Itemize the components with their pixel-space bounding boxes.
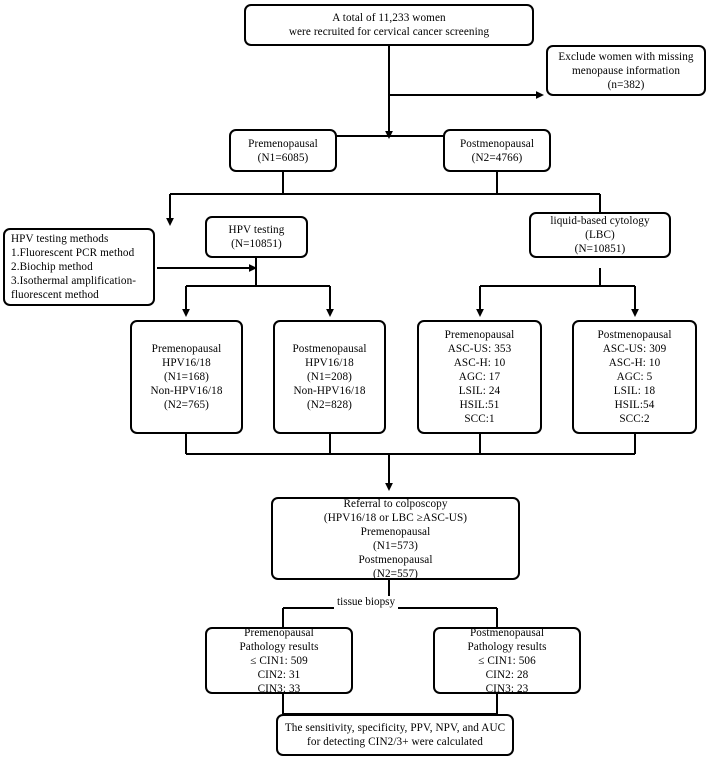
- node-excluded-missing-menopause: Exclude women with missing menopause inf…: [546, 45, 706, 96]
- pre-hpv-line-3: (N1=168): [163, 371, 209, 383]
- post-path-line-3: ≤ CIN1: 506: [478, 654, 536, 667]
- node-premenopausal-hpv-results: Premenopausal HPV16/18 (N1=168) Non-HPV1…: [130, 320, 243, 434]
- pre-path-line-1: Premenopausal: [244, 626, 314, 639]
- post-path-line-2: Pathology results: [467, 640, 547, 653]
- pre-hpv-line-2: HPV16/18: [162, 357, 211, 369]
- pre-lbc-line-4: AGC: 17: [458, 371, 501, 383]
- post-lbc-line-2: ASC-US: 309: [602, 343, 667, 355]
- pre-path-line-2: Pathology results: [239, 640, 319, 653]
- referral-line-2: (HPV16/18 or LBC ≥ASC-US): [323, 511, 468, 524]
- referral-line-3: Premenopausal: [360, 525, 431, 538]
- node-hpv-testing: HPV testing (N=10851): [205, 216, 308, 258]
- pre-path-line-3: ≤ CIN1: 509: [250, 654, 308, 667]
- node-total-cohort: A total of 11,233 women were recruited f…: [244, 4, 534, 46]
- post-path-line-1: Postmenopausal: [469, 626, 545, 639]
- hpv-methods-line-4: 3.Isothermal amplification-: [11, 275, 137, 287]
- total-cohort-line-2: were recruited for cervical cancer scree…: [288, 26, 490, 38]
- post-lbc-line-3: ASC-H: 10: [608, 357, 661, 369]
- post-hpv-line-4: Non-HPV16/18: [293, 385, 366, 397]
- post-lbc-line-6: HSIL:54: [614, 399, 655, 411]
- hpv-methods-line-1: HPV testing methods: [11, 233, 109, 245]
- pre-path-line-5: CIN3: 33: [257, 682, 301, 695]
- referral-line-6: (N2=557): [372, 567, 418, 580]
- node-liquid-based-cytology: liquid-based cytology (LBC) (N=10851): [529, 212, 671, 258]
- node-premenopausal-lbc-results: Premenopausal ASC-US: 353 ASC-H: 10 AGC:…: [417, 320, 542, 434]
- post-hpv-line-3: (N1=208): [306, 371, 352, 383]
- pre-hpv-line-4: Non-HPV16/18: [150, 385, 223, 397]
- postmenopausal-line-2: (N2=4766): [471, 151, 523, 164]
- premenopausal-line-2: (N1=6085): [257, 151, 309, 164]
- hpv-testing-line-1: HPV testing: [228, 224, 285, 236]
- post-path-line-4: CIN2: 28: [485, 668, 529, 681]
- hpv-methods-line-5: fluorescent method: [11, 289, 99, 301]
- postmenopausal-line-1: Postmenopausal: [459, 137, 535, 150]
- node-postmenopausal-cohort: Postmenopausal (N2=4766): [443, 129, 551, 172]
- post-hpv-line-5: (N2=828): [306, 399, 352, 411]
- pre-lbc-line-6: HSIL:51: [459, 399, 500, 411]
- post-lbc-line-1: Postmenopausal: [597, 329, 672, 341]
- node-statistical-outcome: The sensitivity, specificity, PPV, NPV, …: [276, 714, 514, 756]
- outcome-line-2: for detecting CIN2/3+ were calculated: [307, 736, 483, 748]
- premenopausal-line-1: Premenopausal: [248, 137, 318, 150]
- node-postmenopausal-pathology: Postmenopausal Pathology results ≤ CIN1:…: [433, 626, 581, 695]
- excluded-line-1: Exclude women with missing: [558, 50, 694, 63]
- pre-lbc-line-7: SCC:1: [464, 413, 495, 425]
- outcome-line-1: The sensitivity, specificity, PPV, NPV, …: [284, 722, 506, 734]
- referral-line-1: Referral to colposcopy: [343, 497, 448, 510]
- lbc-line-2: (LBC): [585, 229, 615, 241]
- lbc-line-3: (N=10851): [574, 243, 626, 255]
- hpv-methods-line-2: 1.Fluorescent PCR method: [11, 247, 135, 259]
- referral-line-4: (N1=573): [372, 539, 418, 552]
- pre-path-line-4: CIN2: 31: [257, 668, 301, 681]
- referral-line-5: Postmenopausal: [358, 553, 433, 566]
- post-lbc-line-7: SCC:2: [619, 413, 650, 425]
- node-hpv-testing-methods: HPV testing methods 1.Fluorescent PCR me…: [3, 228, 155, 306]
- post-hpv-line-1: Postmenopausal: [292, 343, 367, 355]
- hpv-methods-line-3: 2.Biochip method: [11, 261, 93, 273]
- node-premenopausal-cohort: Premenopausal (N1=6085): [229, 129, 337, 172]
- node-postmenopausal-hpv-results: Postmenopausal HPV16/18 (N1=208) Non-HPV…: [273, 320, 386, 434]
- edge-label-tissue-biopsy: tissue biopsy: [334, 596, 399, 609]
- total-cohort-line-1: A total of 11,233 women: [332, 12, 446, 24]
- pre-lbc-line-2: ASC-US: 353: [447, 343, 512, 355]
- node-referral-to-colposcopy: Referral to colposcopy (HPV16/18 or LBC …: [271, 497, 520, 580]
- hpv-testing-line-2: (N=10851): [231, 238, 282, 250]
- pre-lbc-line-3: ASC-H: 10: [453, 357, 506, 369]
- node-postmenopausal-lbc-results: Postmenopausal ASC-US: 309 ASC-H: 10 AGC…: [572, 320, 697, 434]
- pre-lbc-line-1: Premenopausal: [444, 329, 515, 341]
- lbc-line-1: liquid-based cytology: [550, 215, 650, 227]
- pre-lbc-line-5: LSIL: 24: [458, 385, 501, 397]
- post-lbc-line-5: LSIL: 18: [613, 385, 656, 397]
- post-path-line-5: CIN3: 23: [485, 682, 529, 695]
- pre-hpv-line-5: (N2=765): [163, 399, 209, 411]
- excluded-line-3: (n=382): [607, 78, 645, 91]
- node-premenopausal-pathology: Premenopausal Pathology results ≤ CIN1: …: [205, 626, 353, 695]
- post-hpv-line-2: HPV16/18: [305, 357, 354, 369]
- pre-hpv-line-1: Premenopausal: [151, 343, 222, 355]
- post-lbc-line-4: AGC: 5: [616, 371, 653, 383]
- excluded-line-2: menopause information: [571, 64, 681, 77]
